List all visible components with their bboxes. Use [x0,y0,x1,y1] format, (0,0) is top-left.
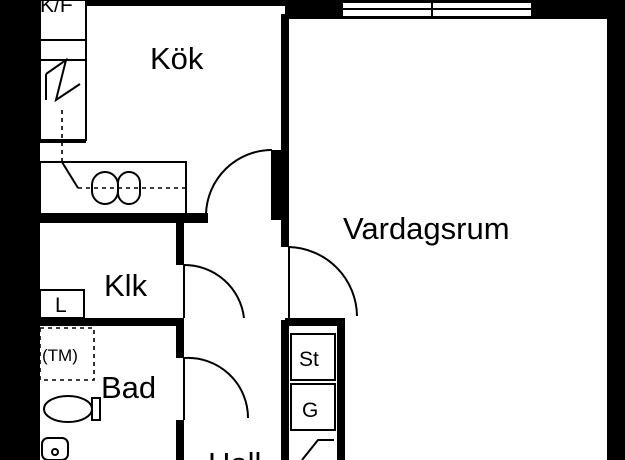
sink-icon [91,171,141,205]
washer-outline [39,327,95,381]
fixture-label-storage: St [299,348,319,371]
wardrobe-closet [290,383,336,431]
window [341,1,533,18]
fixture-label-washer: (TM) [42,346,78,365]
laundry-box [39,289,85,319]
fixture-label-kf: K/F [40,0,73,17]
kitchen-counter [39,0,187,215]
klk-door [183,263,245,319]
storage-closet [290,333,336,381]
sink-bathroom-icon [41,437,69,460]
living-room-door [288,246,358,320]
bathroom-door [183,356,250,420]
closet-icon [301,439,334,460]
interior-walls [40,14,345,460]
fixture-label-laundry: L [55,294,67,317]
room-label-kok: Kök [150,41,204,76]
stove-icon [45,57,81,103]
fixture-label-wardrobe: G [302,399,318,422]
room-label-klk: Klk [104,268,148,303]
room-label-vardagsrum: Vardagsrum [343,211,510,246]
kitchen-door [205,149,273,220]
room-label-hall: Hall [208,446,261,460]
toilet-icon [43,395,101,423]
room-label-bad: Bad [101,370,156,405]
